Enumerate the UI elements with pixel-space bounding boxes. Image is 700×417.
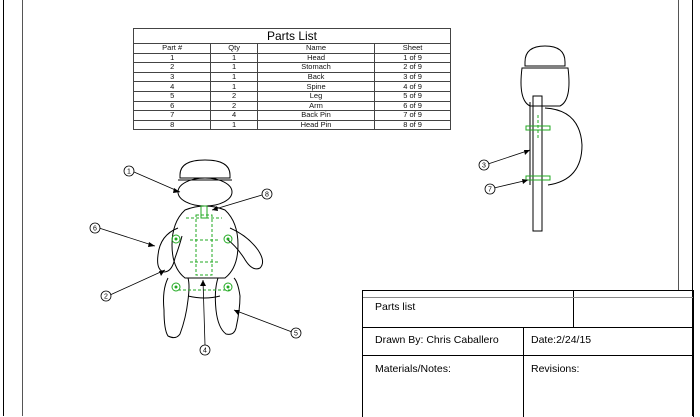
- title-block: Parts list Drawn By: Chris Caballero Dat…: [362, 290, 694, 417]
- right-leg-outline: [214, 277, 241, 335]
- callout-label: 6: [93, 226, 97, 233]
- sheet-frame-line: [22, 0, 23, 416]
- sheet-frame-line-right: [678, 0, 679, 290]
- head-pin-hidden: [200, 205, 208, 219]
- spine-hidden: [195, 214, 213, 276]
- arm-pin-right: [223, 234, 233, 244]
- callout-circle: [89, 222, 101, 234]
- left-leg-outline: [163, 277, 190, 339]
- callout-circle: [261, 188, 273, 200]
- side-view-drawing: [520, 45, 583, 232]
- head-lower: [177, 177, 233, 207]
- title-block-revisions: Revisions:: [531, 363, 580, 375]
- leg-pin-right: [223, 282, 233, 292]
- title-block-title: Parts list: [375, 301, 416, 313]
- callout-label: 8: [265, 192, 269, 199]
- callout-label: 7: [488, 187, 492, 194]
- cell-part-number: 8: [132, 119, 212, 131]
- head-outline: [179, 159, 231, 179]
- callout-circle: [123, 165, 135, 177]
- callout-circle: [478, 159, 490, 171]
- callout-label: 1: [127, 169, 131, 176]
- side-head-top: [524, 45, 566, 67]
- callout-label: 3: [482, 163, 486, 170]
- leg-pin-left: [171, 282, 181, 292]
- side-back-bulge: [544, 107, 583, 186]
- side-head: [520, 67, 570, 107]
- cell-name: Head Pin: [256, 119, 376, 131]
- callout-circle: [100, 290, 112, 302]
- title-block-date: Date:2/24/15: [531, 334, 592, 346]
- sheet-border-right: [692, 0, 693, 416]
- callout-label: 5: [294, 331, 298, 338]
- title-block-drawn-by: Drawn By: Chris Caballero: [375, 334, 499, 346]
- cell-sheet: 8 of 9: [374, 119, 451, 131]
- right-arm-outline: [227, 227, 264, 270]
- callout-label: 4: [203, 348, 207, 355]
- title-block-materials-notes: Materials/Notes:: [375, 363, 451, 375]
- callout-circle: [199, 344, 211, 356]
- callout-label: 2: [104, 294, 108, 301]
- side-spine: [532, 95, 543, 232]
- parts-list-title: Parts List: [133, 28, 451, 44]
- sheet-border-left: [3, 0, 4, 416]
- left-arm-outline: [157, 227, 183, 273]
- callout-circle: [484, 183, 496, 195]
- arm-pin-left: [171, 234, 181, 244]
- body-outline: [171, 205, 239, 279]
- callout-circle: [290, 327, 302, 339]
